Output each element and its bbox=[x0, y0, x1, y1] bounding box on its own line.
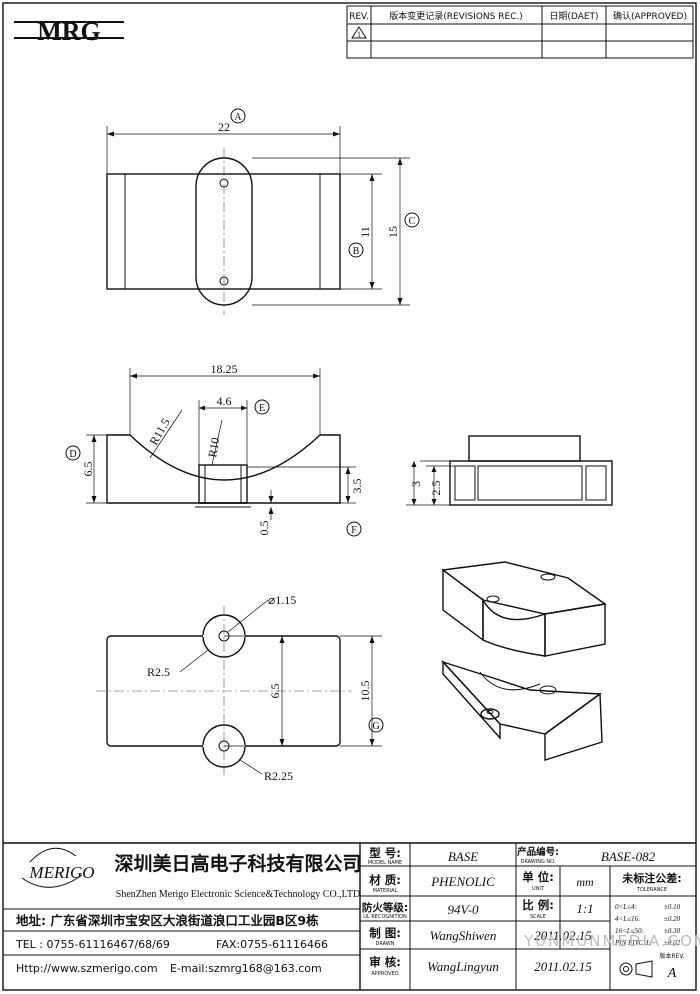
drawing-no-label: 产品编号: bbox=[517, 846, 559, 858]
tol-range-3: 16<L≤50: bbox=[615, 927, 644, 935]
drawing-no-label-en: DRAWING NO. bbox=[521, 859, 556, 865]
rev-value: A bbox=[667, 966, 677, 981]
outer-height-dim: 15 bbox=[386, 226, 400, 238]
model-label-en: MODEL NAME bbox=[368, 860, 402, 866]
tol-value-4: ±0.02 bbox=[664, 939, 681, 947]
drawn-label-en: DRAWN bbox=[376, 941, 395, 947]
width-dim: 22 bbox=[218, 120, 230, 134]
callout-d: D bbox=[69, 449, 76, 460]
tol-value-1: ±0.10 bbox=[664, 903, 681, 911]
callout-c: C bbox=[409, 216, 416, 227]
rev-header: REV. bbox=[349, 12, 369, 22]
company-fax: FAX:0755-61116466 bbox=[216, 938, 328, 951]
slot-width-dim: 4.6 bbox=[217, 394, 232, 408]
approved-date: 2011.02.15 bbox=[534, 959, 592, 974]
scale-value: 1:1 bbox=[576, 901, 593, 916]
material-label-en: MATERIAL bbox=[373, 888, 398, 894]
unit-label-en: UNIT bbox=[532, 886, 545, 892]
tol-range-2: 4<L≤16: bbox=[615, 915, 640, 923]
hole-diameter-label: ⌀1.15 bbox=[268, 593, 296, 607]
company-email: E-mail:szmrg168@163.com bbox=[170, 962, 322, 975]
watermark: YUNMUNMEDIA.COM bbox=[523, 932, 700, 950]
small-radius-label: R10 bbox=[205, 436, 222, 458]
tolerance-label: 未标注公差: bbox=[621, 871, 681, 885]
approved-label-en: APPROVED bbox=[371, 971, 398, 977]
tol-value-3: ±0.30 bbox=[664, 927, 681, 935]
front-view: 18.25 4.6 E R11.5 R10 6.5 D 3.5 0.5 F bbox=[65, 362, 364, 537]
large-radius-label: R11.5 bbox=[146, 416, 172, 448]
approved-header: 确认(APPROVED) bbox=[613, 10, 687, 22]
model-label: 型 号: bbox=[369, 846, 401, 860]
section-outer-dim: 3 bbox=[409, 481, 423, 487]
ul-label: 防火等级: bbox=[362, 901, 408, 914]
scale-label: 比 例: bbox=[522, 898, 554, 912]
drawing-no-value: BASE-082 bbox=[601, 849, 656, 864]
unit-value: mm bbox=[576, 875, 594, 889]
model-value: BASE bbox=[448, 849, 478, 864]
callout-a: A bbox=[234, 112, 242, 123]
merigo-logo-text: MERIGO bbox=[28, 863, 94, 882]
revision-triangle-icon bbox=[351, 26, 367, 39]
company-website: Http://www.szmerigo.com bbox=[16, 962, 158, 975]
outer-width-dim: 18.25 bbox=[211, 362, 238, 376]
material-value: PHENOLIC bbox=[430, 874, 495, 889]
tol-range-4: PIN PITCH: bbox=[614, 939, 651, 947]
revision-table: REV. 版本变更记录(REVISIONS REC.) 日期(DAET) 确认(… bbox=[346, 5, 694, 59]
isometric-bottom-part bbox=[440, 660, 603, 761]
approved-label: 审 核: bbox=[369, 955, 401, 969]
date-header: 日期(DAET) bbox=[549, 11, 598, 22]
tol-value-2: ±0.20 bbox=[664, 915, 681, 923]
radius-small-label: R2.5 bbox=[147, 665, 170, 679]
base-height-dim: 3.5 bbox=[350, 479, 364, 494]
height-dim: 6.5 bbox=[81, 462, 95, 477]
section-inner-dim: 2.5 bbox=[429, 481, 443, 496]
callout-e: E bbox=[259, 403, 265, 414]
drawn-label: 制 图: bbox=[369, 926, 401, 940]
callout-b: B bbox=[353, 246, 360, 257]
radius-large-label: R2.25 bbox=[264, 769, 293, 783]
mrg-logo: MRG bbox=[14, 17, 124, 46]
material-label: 材 质: bbox=[369, 873, 401, 887]
callout-g: G bbox=[372, 721, 379, 732]
title-block: MERIGO 深圳美日高电子科技有限公司 ShenZhen Merigo Ele… bbox=[3, 842, 696, 990]
callout-f: F bbox=[351, 525, 357, 536]
ul-value: 94V-0 bbox=[447, 902, 479, 917]
section-view: 3 2.5 bbox=[406, 435, 613, 506]
tolerance-label-en: TOLERANCE bbox=[636, 887, 667, 893]
bottom-view: ⌀1.15 R2.5 6.5 10.5 G R2.25 bbox=[96, 593, 384, 783]
revision-symbol: 1 bbox=[357, 30, 361, 39]
projection-symbol-icon bbox=[619, 962, 633, 976]
company-tel: TEL : 0755-61116467/68/69 bbox=[15, 938, 170, 951]
company-name-cn: 深圳美日高电子科技有限公司 bbox=[114, 852, 361, 875]
approved-by: WangLingyun bbox=[427, 959, 499, 974]
scale-label-en: SCALE bbox=[530, 914, 546, 920]
rev-label: 版本REV. bbox=[659, 952, 684, 960]
inner-height-dim: 11 bbox=[358, 226, 372, 238]
bottom-height-dim: 10.5 bbox=[358, 681, 372, 702]
tol-range-1: 0<L≤4: bbox=[615, 903, 637, 911]
company-address: 地址: 广东省深圳市宝安区大浪街道浪口工业园B区9栋 bbox=[16, 913, 319, 928]
company-name-en: ShenZhen Merigo Electronic Science&Techn… bbox=[116, 889, 360, 900]
unit-label: 单 位: bbox=[522, 870, 554, 884]
thickness-dim: 0.5 bbox=[257, 521, 271, 536]
brand-logo-text: MRG bbox=[37, 17, 101, 46]
revision-record-header: 版本变更记录(REVISIONS REC.) bbox=[389, 10, 523, 22]
isometric-top-part bbox=[441, 561, 607, 657]
pin-pitch-dim: 6.5 bbox=[268, 684, 282, 699]
ul-label-en: UL RECOGNITION bbox=[363, 914, 407, 920]
top-view: 22 A 11 B 15 C bbox=[106, 108, 420, 315]
drawn-by: WangShiwen bbox=[430, 928, 497, 943]
drawn-date: 2011.02.15 bbox=[534, 928, 592, 943]
